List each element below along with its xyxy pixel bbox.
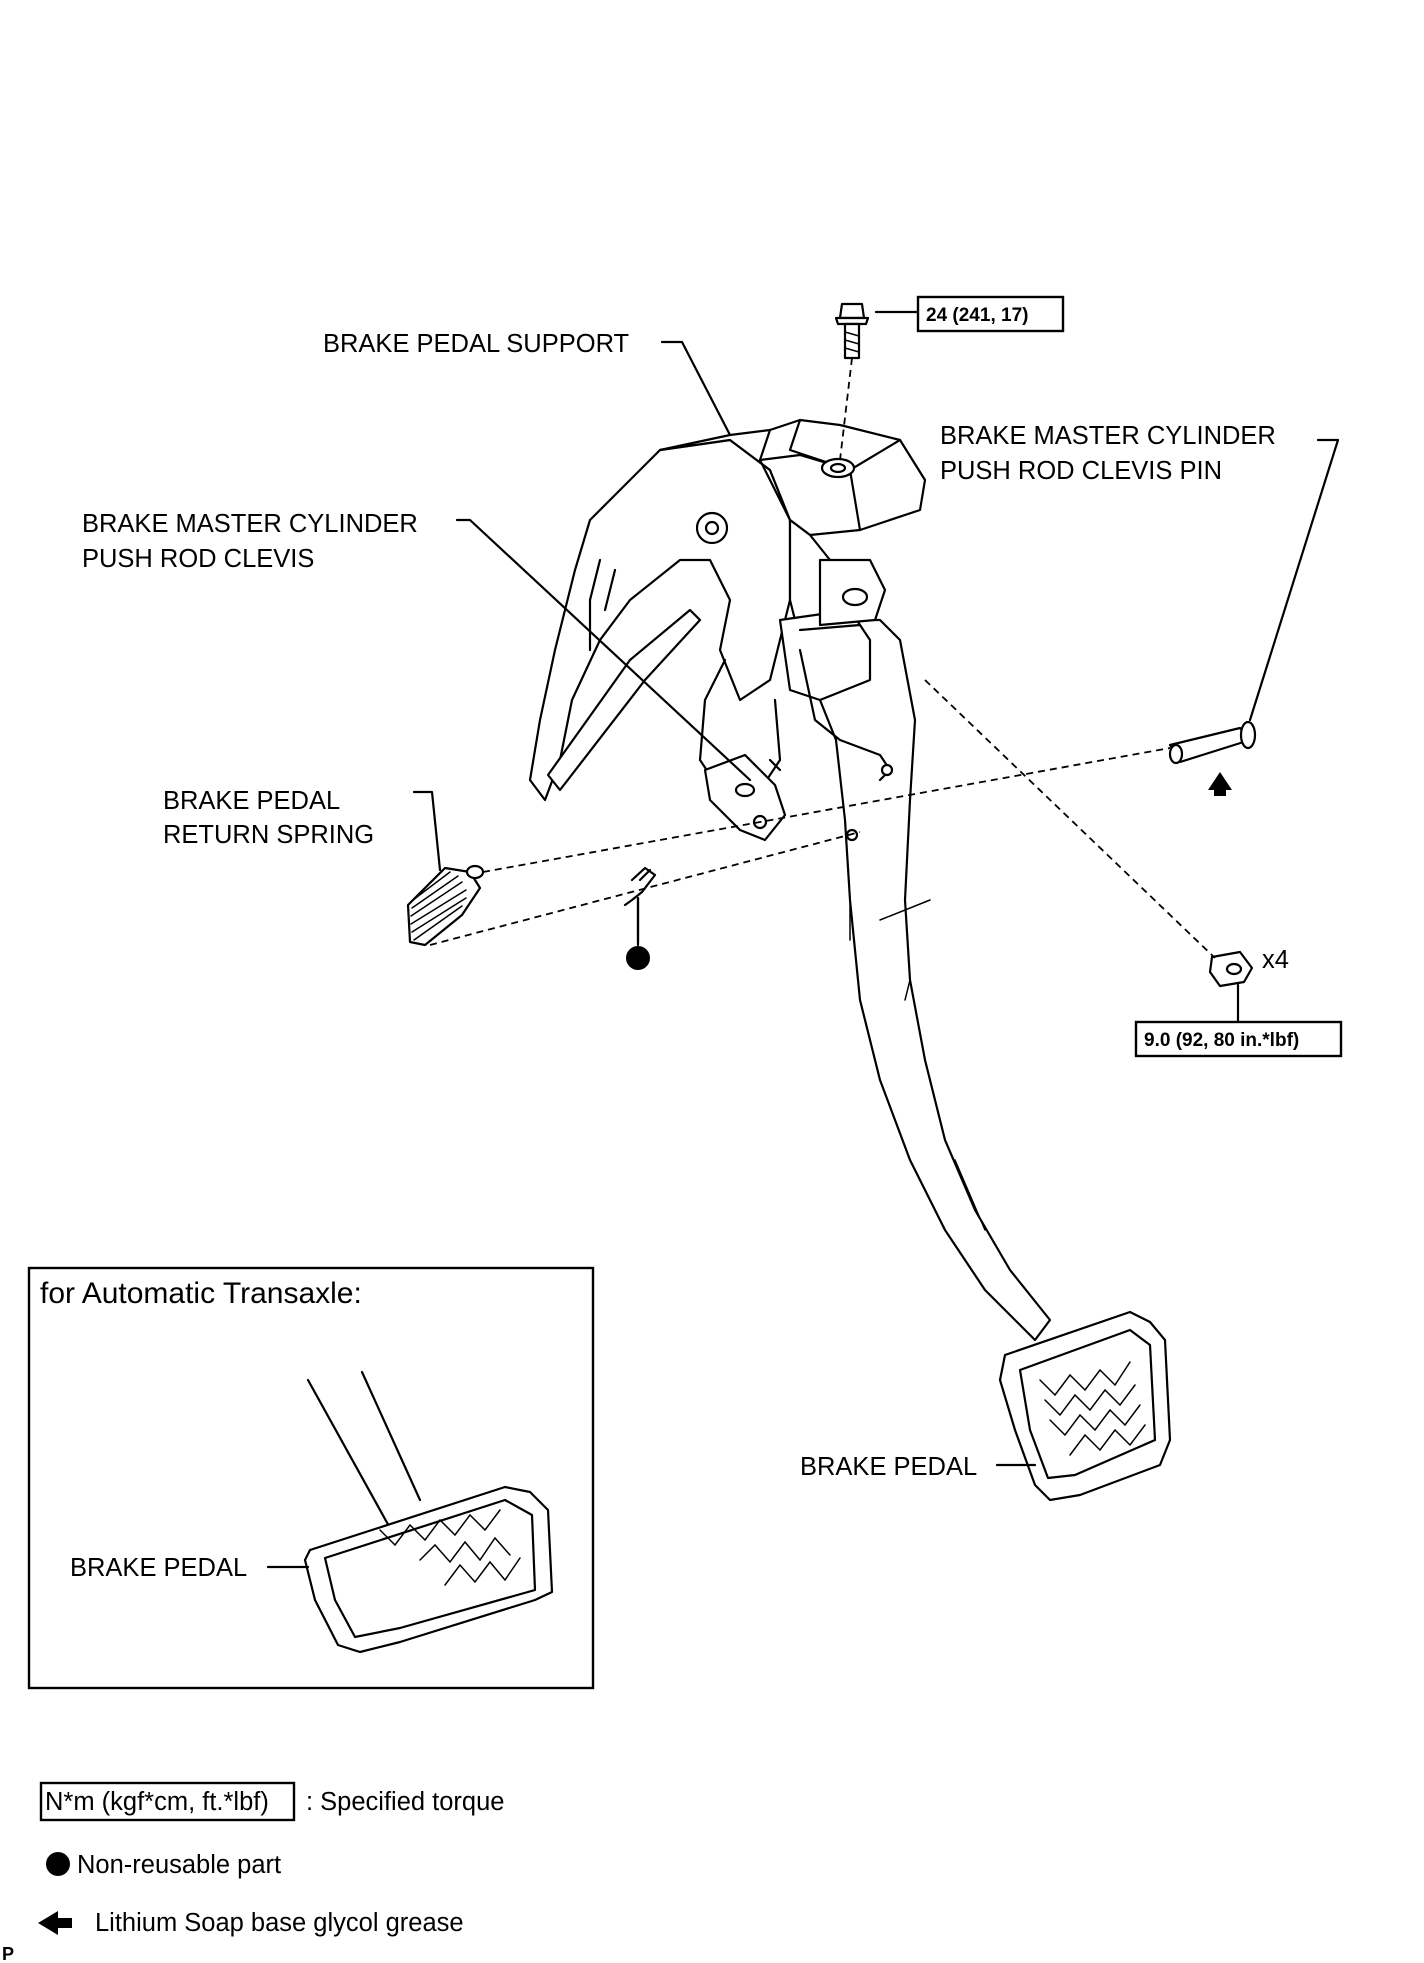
non-reusable-dot-icon bbox=[626, 946, 650, 970]
leader-lines bbox=[412, 310, 1340, 1467]
torque-box-bolt bbox=[916, 295, 1065, 333]
legend-torque-desc: : Specified torque bbox=[306, 1788, 504, 1816]
legend-non-reusable: Non-reusable part bbox=[77, 1851, 281, 1879]
legend-grease: Lithium Soap base glycol grease bbox=[95, 1909, 464, 1937]
legend: N*m (kgf*cm, ft.*lbf) : Specified torque… bbox=[38, 1781, 504, 1937]
label-clevis-pin-line2: PUSH ROD CLEVIS PIN bbox=[940, 457, 1222, 485]
assembly-lines bbox=[429, 357, 1216, 959]
inset-label-brake-pedal: BRAKE PEDAL bbox=[70, 1554, 247, 1582]
label-clevis-pin-line1: BRAKE MASTER CYLINDER bbox=[940, 422, 1276, 450]
label-return-spring-line1: BRAKE PEDAL bbox=[163, 787, 340, 815]
clip-drawing bbox=[623, 866, 657, 944]
legend-torque-box bbox=[39, 1781, 296, 1822]
label-brake-pedal-support: BRAKE PEDAL SUPPORT bbox=[323, 330, 629, 358]
label-clevis-line1: BRAKE MASTER CYLINDER bbox=[82, 510, 418, 538]
clevis-pin-drawing bbox=[1168, 720, 1257, 765]
nut-drawing bbox=[1208, 950, 1254, 988]
torque-box-nut bbox=[1134, 1020, 1343, 1058]
legend-torque-box-text: N*m (kgf*cm, ft.*lbf) bbox=[45, 1788, 269, 1816]
label-return-spring-line2: RETURN SPRING bbox=[163, 821, 374, 849]
inset-title: for Automatic Transaxle: bbox=[40, 1277, 362, 1310]
torque-bolt: 24 (241, 17) bbox=[926, 305, 1028, 326]
return-spring-drawing bbox=[406, 864, 485, 947]
legend-dot-icon bbox=[46, 1852, 70, 1876]
label-clevis-line2: PUSH ROD CLEVIS bbox=[82, 545, 314, 573]
legend-arrow-icon bbox=[38, 1911, 72, 1935]
brake-pedal-arm-drawing bbox=[778, 558, 1052, 1342]
label-quantity: x4 bbox=[1262, 946, 1289, 974]
inset-automatic-transaxle: for Automatic Transaxle: BRAKE PEDAL bbox=[27, 1266, 595, 1690]
torque-nut: 9.0 (92, 80 in.*lbf) bbox=[1144, 1030, 1299, 1051]
brake-pedal-pad-drawing bbox=[998, 1310, 1172, 1502]
bolt-drawing bbox=[834, 302, 870, 360]
corner-mark: P bbox=[2, 1944, 14, 1963]
label-brake-pedal: BRAKE PEDAL bbox=[800, 1453, 977, 1481]
push-rod-clevis-drawing bbox=[703, 753, 787, 842]
grease-arrow-icon bbox=[1208, 772, 1232, 796]
